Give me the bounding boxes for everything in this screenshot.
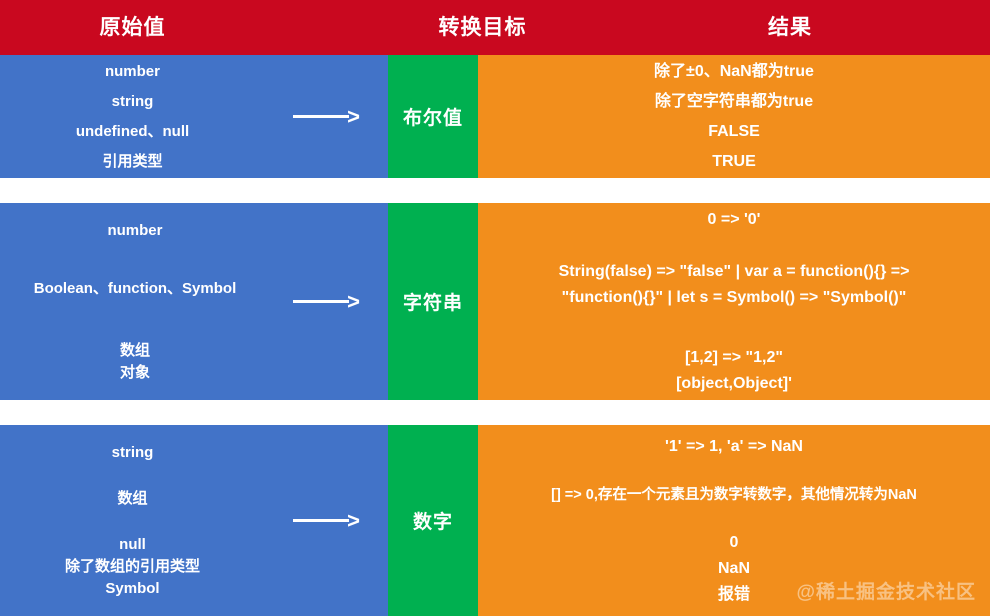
result-item: 报错: [717, 585, 750, 603]
target-label: 数字: [412, 512, 453, 533]
source-item: Symbol: [105, 579, 160, 597]
arrow-icon: >: [293, 288, 360, 314]
result-item: 0 => '0': [707, 210, 761, 228]
source-item: 数组: [117, 489, 148, 507]
result-item: [1,2] => "1,2": [685, 348, 783, 366]
header-result-column: 结果: [768, 16, 812, 39]
row-target-cell: 布尔值: [388, 55, 478, 178]
header-source-column: 原始值: [99, 16, 166, 39]
source-item: 数组: [119, 341, 150, 359]
result-item: String(false) => "false" | var a = funct…: [558, 262, 910, 280]
result-item: "function(){}" | let s = Symbol() => "Sy…: [561, 288, 907, 306]
row-source-cell: string 数组 null 除了数组的引用类型 Symbol >: [0, 425, 388, 616]
source-item: Boolean、function、Symbol: [33, 279, 237, 297]
row-result-cell: 除了±0、NaN都为true 除了空字符串都为true FALSE TRUE: [478, 55, 990, 178]
table-row: number string undefined、null 引用类型 > 布尔值 …: [0, 55, 990, 178]
result-item: '1' => 1, 'a' => NaN: [665, 437, 803, 455]
arrow-line: [293, 300, 350, 303]
source-item: null: [119, 535, 146, 553]
row-result-cell: '1' => 1, 'a' => NaN [] => 0,存在一个元素且为数字转…: [478, 425, 990, 616]
result-item: 除了±0、NaN都为true: [654, 62, 814, 80]
arrow-head: >: [347, 507, 360, 533]
row-source-cell: number Boolean、function、Symbol 数组 对象 >: [0, 203, 388, 400]
table-row: number Boolean、function、Symbol 数组 对象 > 字…: [0, 203, 990, 400]
source-item: undefined、null: [75, 122, 190, 140]
arrow-line: [293, 115, 350, 118]
result-item: 0: [729, 533, 739, 551]
source-item: 除了数组的引用类型: [64, 557, 200, 575]
header-target-column: 转换目标: [438, 16, 527, 39]
table-header: 原始值 转换目标 结果: [0, 0, 990, 55]
result-item: NaN: [717, 559, 750, 577]
source-list: number Boolean、function、Symbol 数组 对象: [0, 203, 270, 400]
arrow-icon: >: [293, 507, 360, 533]
arrow-head: >: [347, 103, 360, 129]
source-item: string: [111, 92, 154, 110]
result-list: 0 => '0' String(false) => "false" | var …: [478, 203, 990, 400]
row-result-cell: 0 => '0' String(false) => "false" | var …: [478, 203, 990, 400]
result-list: '1' => 1, 'a' => NaN [] => 0,存在一个元素且为数字转…: [478, 425, 990, 616]
result-item: FALSE: [708, 122, 760, 140]
result-list: 除了±0、NaN都为true 除了空字符串都为true FALSE TRUE: [478, 55, 990, 178]
source-item: string: [111, 443, 154, 461]
row-source-cell: number string undefined、null 引用类型 >: [0, 55, 388, 178]
source-item: 对象: [119, 363, 150, 381]
target-label: 布尔值: [402, 108, 463, 129]
source-list: string 数组 null 除了数组的引用类型 Symbol: [0, 425, 265, 616]
target-label: 字符串: [402, 293, 463, 314]
source-list: number string undefined、null 引用类型: [0, 55, 265, 178]
table-row: string 数组 null 除了数组的引用类型 Symbol > 数字 '1'…: [0, 425, 990, 616]
source-item: number: [104, 62, 160, 80]
arrow-line: [293, 519, 350, 522]
result-item: TRUE: [712, 152, 756, 170]
row-target-cell: 数字: [388, 425, 478, 616]
arrow-head: >: [347, 288, 360, 314]
result-item: [] => 0,存在一个元素且为数字转数字，其他情况转为NaN: [551, 486, 917, 503]
source-item: number: [107, 221, 163, 239]
source-item: 引用类型: [102, 152, 163, 170]
arrow-icon: >: [293, 103, 360, 129]
row-target-cell: 字符串: [388, 203, 478, 400]
result-item: 除了空字符串都为true: [654, 92, 814, 110]
result-item: [object,Object]': [676, 374, 792, 392]
